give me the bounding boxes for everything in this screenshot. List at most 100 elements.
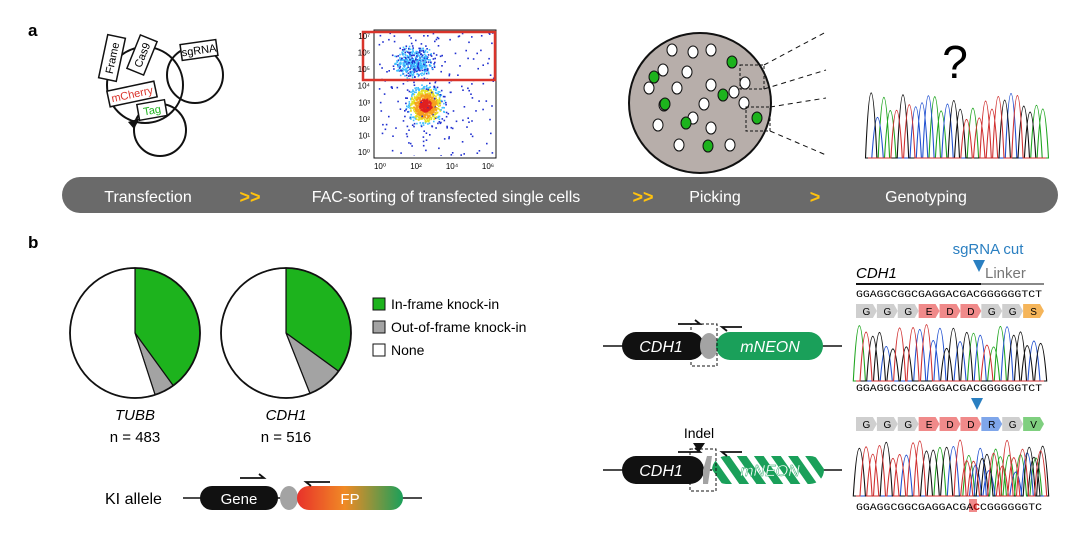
facs-point <box>417 53 420 55</box>
facs-point <box>382 41 384 43</box>
facs-point <box>446 127 448 129</box>
facs-point <box>410 103 412 105</box>
facs-point <box>435 106 438 109</box>
aa-box <box>960 417 982 431</box>
aa-box <box>981 304 1003 318</box>
facs-point <box>420 66 422 68</box>
facs-point <box>424 57 427 59</box>
facs-point <box>478 100 480 102</box>
facs-point <box>410 118 412 120</box>
facs-point <box>418 59 420 61</box>
facs-point <box>428 122 431 125</box>
facs-point <box>417 59 419 62</box>
facs-point <box>421 96 423 98</box>
colony-white <box>657 63 669 77</box>
facs-point <box>436 99 439 101</box>
facs-point <box>439 55 442 58</box>
facs-point <box>412 98 415 101</box>
facs-point <box>426 58 428 60</box>
facs-point <box>417 93 420 95</box>
facs-point <box>410 60 412 62</box>
facs-point <box>415 97 417 100</box>
facs-point <box>415 56 418 59</box>
facs-point <box>432 100 435 103</box>
aa-letter: R <box>988 420 995 431</box>
colony-white <box>705 78 717 92</box>
facs-point <box>424 99 427 102</box>
facs-point <box>416 113 419 115</box>
facs-point <box>421 84 423 86</box>
facs-point <box>431 100 433 102</box>
facs-point <box>425 106 427 109</box>
facs-point <box>420 124 423 127</box>
facs-point <box>423 51 425 53</box>
facs-point <box>425 70 427 73</box>
aa-letter: G <box>904 307 912 318</box>
facs-point <box>429 116 432 119</box>
facs-point <box>423 102 426 104</box>
facs-point <box>415 103 417 106</box>
aa-box <box>856 417 877 431</box>
facs-point <box>433 103 436 106</box>
facs-point <box>380 110 383 112</box>
colony-white <box>705 121 717 135</box>
facs-point <box>433 115 435 118</box>
facs-point <box>424 116 427 119</box>
facs-point <box>443 138 446 140</box>
facs-point <box>476 152 479 154</box>
facs-point <box>413 60 416 63</box>
facs-point <box>434 40 436 43</box>
facs-point <box>409 75 412 77</box>
step-picking: Picking <box>689 189 741 206</box>
facs-point <box>440 89 443 92</box>
facs-point <box>403 59 406 61</box>
facs-point <box>413 61 416 64</box>
facs-point <box>452 110 455 112</box>
facs-point <box>416 60 418 62</box>
pie-tubb-gene: TUBB <box>115 407 155 424</box>
facs-point <box>427 35 429 37</box>
facs-point <box>398 67 401 69</box>
facs-point <box>411 54 413 57</box>
facs-point <box>413 100 416 103</box>
facs-point <box>406 60 409 62</box>
facs-point <box>437 108 440 110</box>
facs-point <box>414 96 417 99</box>
facs-point <box>415 91 417 94</box>
facs-point <box>426 112 429 114</box>
facs-point <box>415 39 417 42</box>
facs-point <box>425 86 428 88</box>
facs-point <box>427 103 429 106</box>
facs-point <box>438 118 441 121</box>
facs-point <box>420 90 423 93</box>
facs-point <box>416 110 419 112</box>
facs-point <box>438 94 440 96</box>
facs-point <box>439 109 441 111</box>
chromatogram-indel <box>852 439 1050 497</box>
facs-point <box>416 95 418 97</box>
facs-point <box>378 43 381 46</box>
facs-point <box>439 95 442 98</box>
facs-point <box>431 67 434 70</box>
colony-white <box>739 76 751 90</box>
facs-point <box>490 132 492 135</box>
primer-rev-icon <box>303 481 330 487</box>
legend-swatch-out-of-frame <box>372 320 386 334</box>
facs-point <box>406 97 408 99</box>
pie-cdh1-gene: CDH1 <box>266 407 307 424</box>
facs-point <box>421 109 424 111</box>
facs-point <box>402 83 405 85</box>
facs-point <box>418 118 421 120</box>
pie-cdh1 <box>220 267 352 399</box>
facs-point <box>437 100 439 102</box>
facs-point <box>433 63 435 65</box>
chromatogram-trace <box>856 439 1048 497</box>
facs-point <box>408 142 410 144</box>
facs-point <box>445 103 447 106</box>
facs-point <box>418 108 421 111</box>
colony-white <box>687 45 699 59</box>
facs-point <box>413 81 415 84</box>
facs-point <box>425 120 428 123</box>
facs-point <box>430 102 433 105</box>
